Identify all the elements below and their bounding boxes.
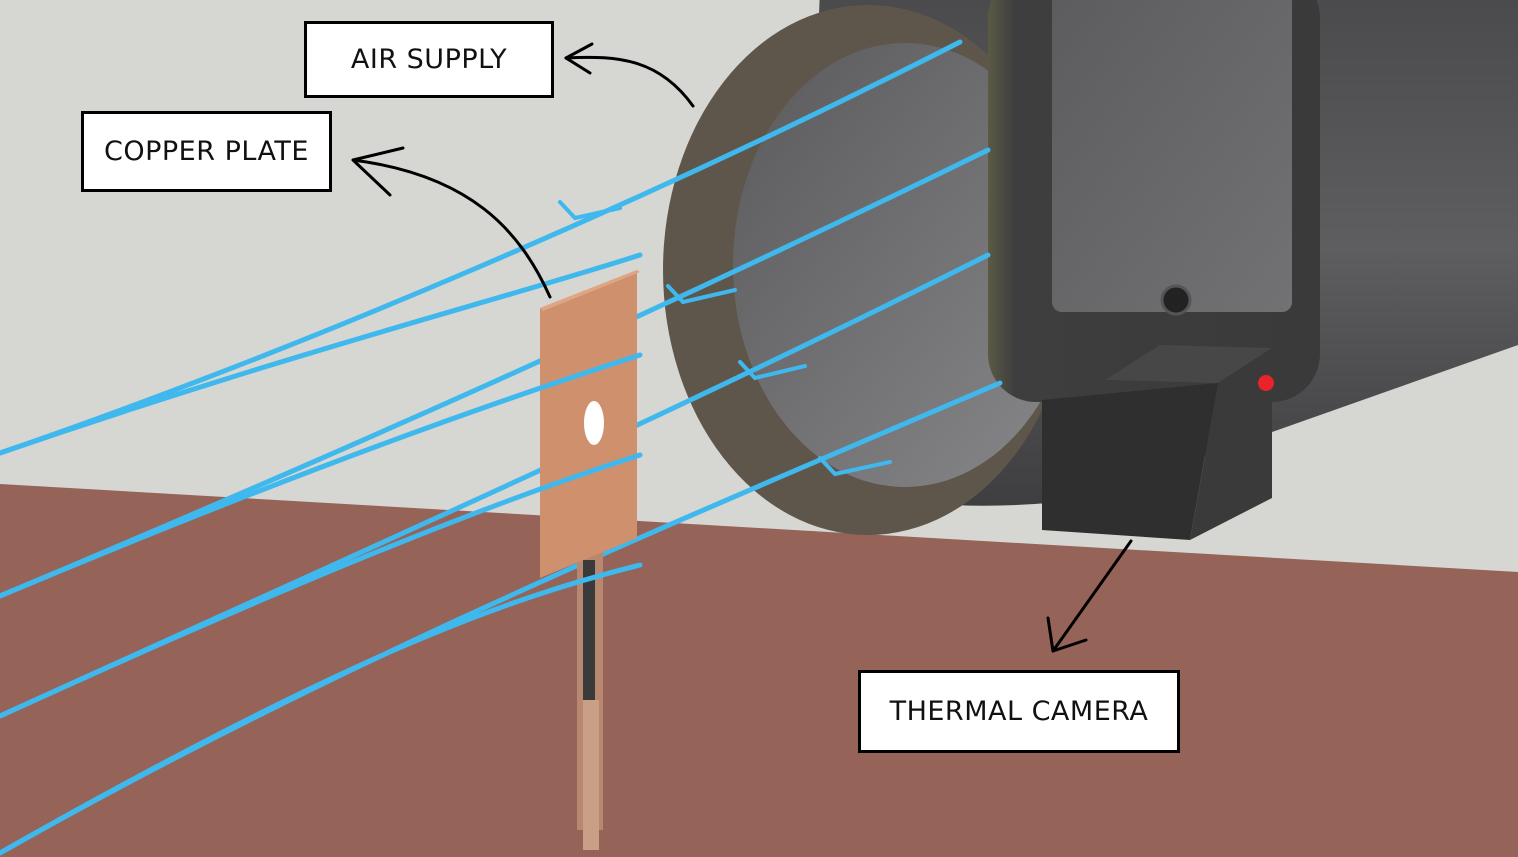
air-supply-arrow [564,55,695,108]
airflow-arrow-icon [738,360,807,381]
airflow-arrow-icon [818,456,892,477]
tablet-screen [1052,0,1292,312]
airflow-line-1 [0,39,963,456]
air-supply-label: AIR SUPPLY [304,21,554,98]
copper-plate-hole [584,401,604,445]
airflow-streamlines-front [0,252,643,856]
copper-plate-label: COPPER PLATE [81,111,332,192]
plate-stand-slot [583,560,595,710]
callout-arrows [351,42,1133,653]
plate-stand-base [583,700,599,850]
airflow-arrow-icon [558,200,622,221]
thermal-camera-top [1105,345,1272,383]
copper-plate-arrow [351,158,552,299]
thermal-camera-side [1190,348,1272,540]
tablet-home-button [1160,284,1192,316]
thermal-camera-arrowhead-icon [1046,616,1088,653]
thermal-camera-label: THERMAL CAMERA [858,670,1180,753]
airflow-arrow-icon [666,284,737,305]
thermal-camera-arrow [1051,539,1133,653]
airflow-line-2-front [0,352,643,599]
thermal-camera-front [1042,383,1218,540]
thermal-camera-indicator-icon [1258,375,1274,391]
floor [0,484,1518,857]
copper-plate-edge [540,270,640,311]
air-supply-arrowhead-icon [564,42,594,75]
airflow-line-4-front [0,562,643,856]
copper-plate-arrowhead-icon [351,146,405,197]
airflow-line-3-front [0,452,643,719]
airflow-line-1-front [0,252,643,456]
